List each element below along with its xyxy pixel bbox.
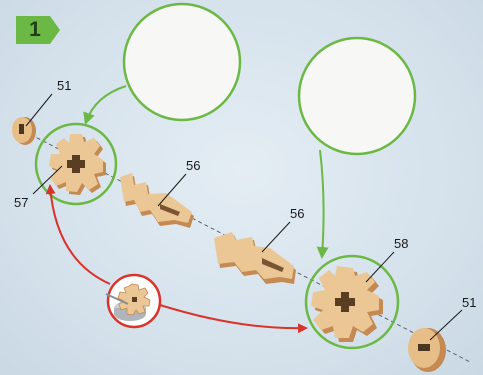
part-label-58: 58 — [394, 237, 408, 251]
part-label-51-top: 51 — [57, 79, 71, 93]
green-arrow-left — [86, 86, 126, 122]
part-label-57: 57 — [14, 196, 28, 210]
leader-51-bottom — [430, 310, 462, 340]
red-arrow-to-gear-58 — [160, 305, 306, 328]
gear-57 — [49, 134, 106, 195]
callout-zoom-right — [299, 38, 415, 154]
part-label-56-lower: 56 — [290, 207, 304, 221]
green-arrow-right — [320, 150, 324, 256]
part-label-56-upper: 56 — [186, 159, 200, 173]
shaft-56-upper — [120, 173, 194, 228]
leader-56-lower — [262, 222, 290, 252]
leader-51-top — [26, 94, 52, 126]
spacer-51-bottom-right — [408, 328, 446, 372]
step-number: 1 — [23, 17, 47, 43]
part-label-51-bottom: 51 — [462, 296, 476, 310]
callout-zoom-left — [124, 4, 240, 120]
gear-58 — [311, 266, 383, 342]
shaft-56-lower — [214, 232, 296, 284]
spacer-51-top-left — [12, 117, 36, 145]
